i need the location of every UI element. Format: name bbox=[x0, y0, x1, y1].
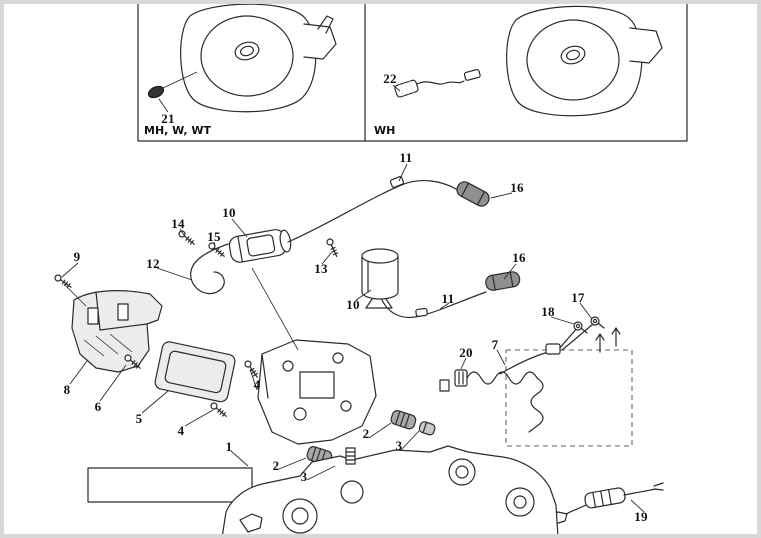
part-callout-1: 1 bbox=[225, 439, 233, 454]
plug-cap-upper-part-16 bbox=[453, 178, 493, 210]
part-callout-7: 7 bbox=[491, 337, 499, 352]
part-callout-17: 17 bbox=[571, 290, 585, 305]
top-panels bbox=[137, 0, 688, 142]
exploded-view bbox=[53, 176, 664, 538]
coil-wire-part-12 bbox=[190, 243, 229, 295]
part-callout-2a: 2 bbox=[362, 426, 370, 441]
part-callout-19: 19 bbox=[634, 509, 648, 524]
ht-cord-lower-part-11 bbox=[381, 291, 487, 319]
cdi-unit-part-5 bbox=[154, 341, 236, 403]
part-callout-15: 15 bbox=[207, 229, 221, 244]
part-callout-9: 9 bbox=[73, 249, 81, 264]
part-callout-16b: 16 bbox=[512, 250, 526, 265]
screw-part-4a bbox=[243, 359, 261, 380]
screw-part-14 bbox=[177, 229, 197, 248]
lead-wire-part-22 bbox=[394, 68, 481, 98]
part-callout-16a: 16 bbox=[510, 180, 524, 195]
part-callout-3a: 3 bbox=[395, 438, 403, 453]
part-callout-10b: 10 bbox=[346, 297, 360, 312]
part-callout-5: 5 bbox=[135, 411, 143, 426]
part-callout-4a: 4 bbox=[253, 377, 261, 392]
screw-part-13 bbox=[325, 237, 341, 259]
part-callout-3b: 3 bbox=[300, 469, 308, 484]
part-callout-11b: 11 bbox=[441, 291, 455, 306]
part-callout-20: 20 bbox=[459, 345, 473, 360]
wire-harness-part-7 bbox=[439, 316, 633, 447]
part-callout-21: 21 bbox=[161, 111, 175, 126]
bracket-part-8 bbox=[71, 290, 163, 373]
boot-part-2a bbox=[389, 408, 418, 431]
part-callout-10a: 10 bbox=[222, 205, 236, 220]
boot-part-3a bbox=[417, 420, 437, 437]
part-callout-14: 14 bbox=[171, 216, 185, 231]
terminal-part-18 bbox=[573, 321, 588, 334]
engine-block bbox=[221, 445, 559, 538]
leader-lines bbox=[61, 84, 645, 513]
recoil-cover-right bbox=[394, 5, 663, 117]
variant-label-left: MH, W, WT bbox=[144, 124, 212, 137]
ignition-coil-lower-part-10 bbox=[361, 248, 399, 309]
ht-cord-upper-part-11 bbox=[287, 176, 457, 243]
part-callout-13: 13 bbox=[314, 261, 328, 276]
ignition-coil-upper-part-10 bbox=[228, 229, 292, 263]
connector-part-20 bbox=[454, 369, 468, 387]
plug-cap-lower-part-16 bbox=[484, 270, 522, 292]
part-callout-11a: 11 bbox=[399, 150, 413, 165]
part-callout-22: 22 bbox=[383, 71, 397, 86]
grommet-part-21 bbox=[147, 85, 165, 99]
part-callout-18: 18 bbox=[541, 304, 555, 319]
part-callout-2b: 2 bbox=[272, 458, 280, 473]
part-callout-8: 8 bbox=[63, 382, 71, 397]
recoil-cover-left bbox=[147, 3, 337, 113]
part-callout-6: 6 bbox=[94, 399, 102, 414]
part-callout-4b: 4 bbox=[177, 423, 185, 438]
model-label-box bbox=[87, 467, 253, 503]
part-callout-12: 12 bbox=[146, 256, 160, 271]
terminal-part-17 bbox=[590, 316, 605, 329]
variant-label-right: WH bbox=[374, 124, 396, 137]
bracket-part-1 bbox=[257, 339, 377, 445]
